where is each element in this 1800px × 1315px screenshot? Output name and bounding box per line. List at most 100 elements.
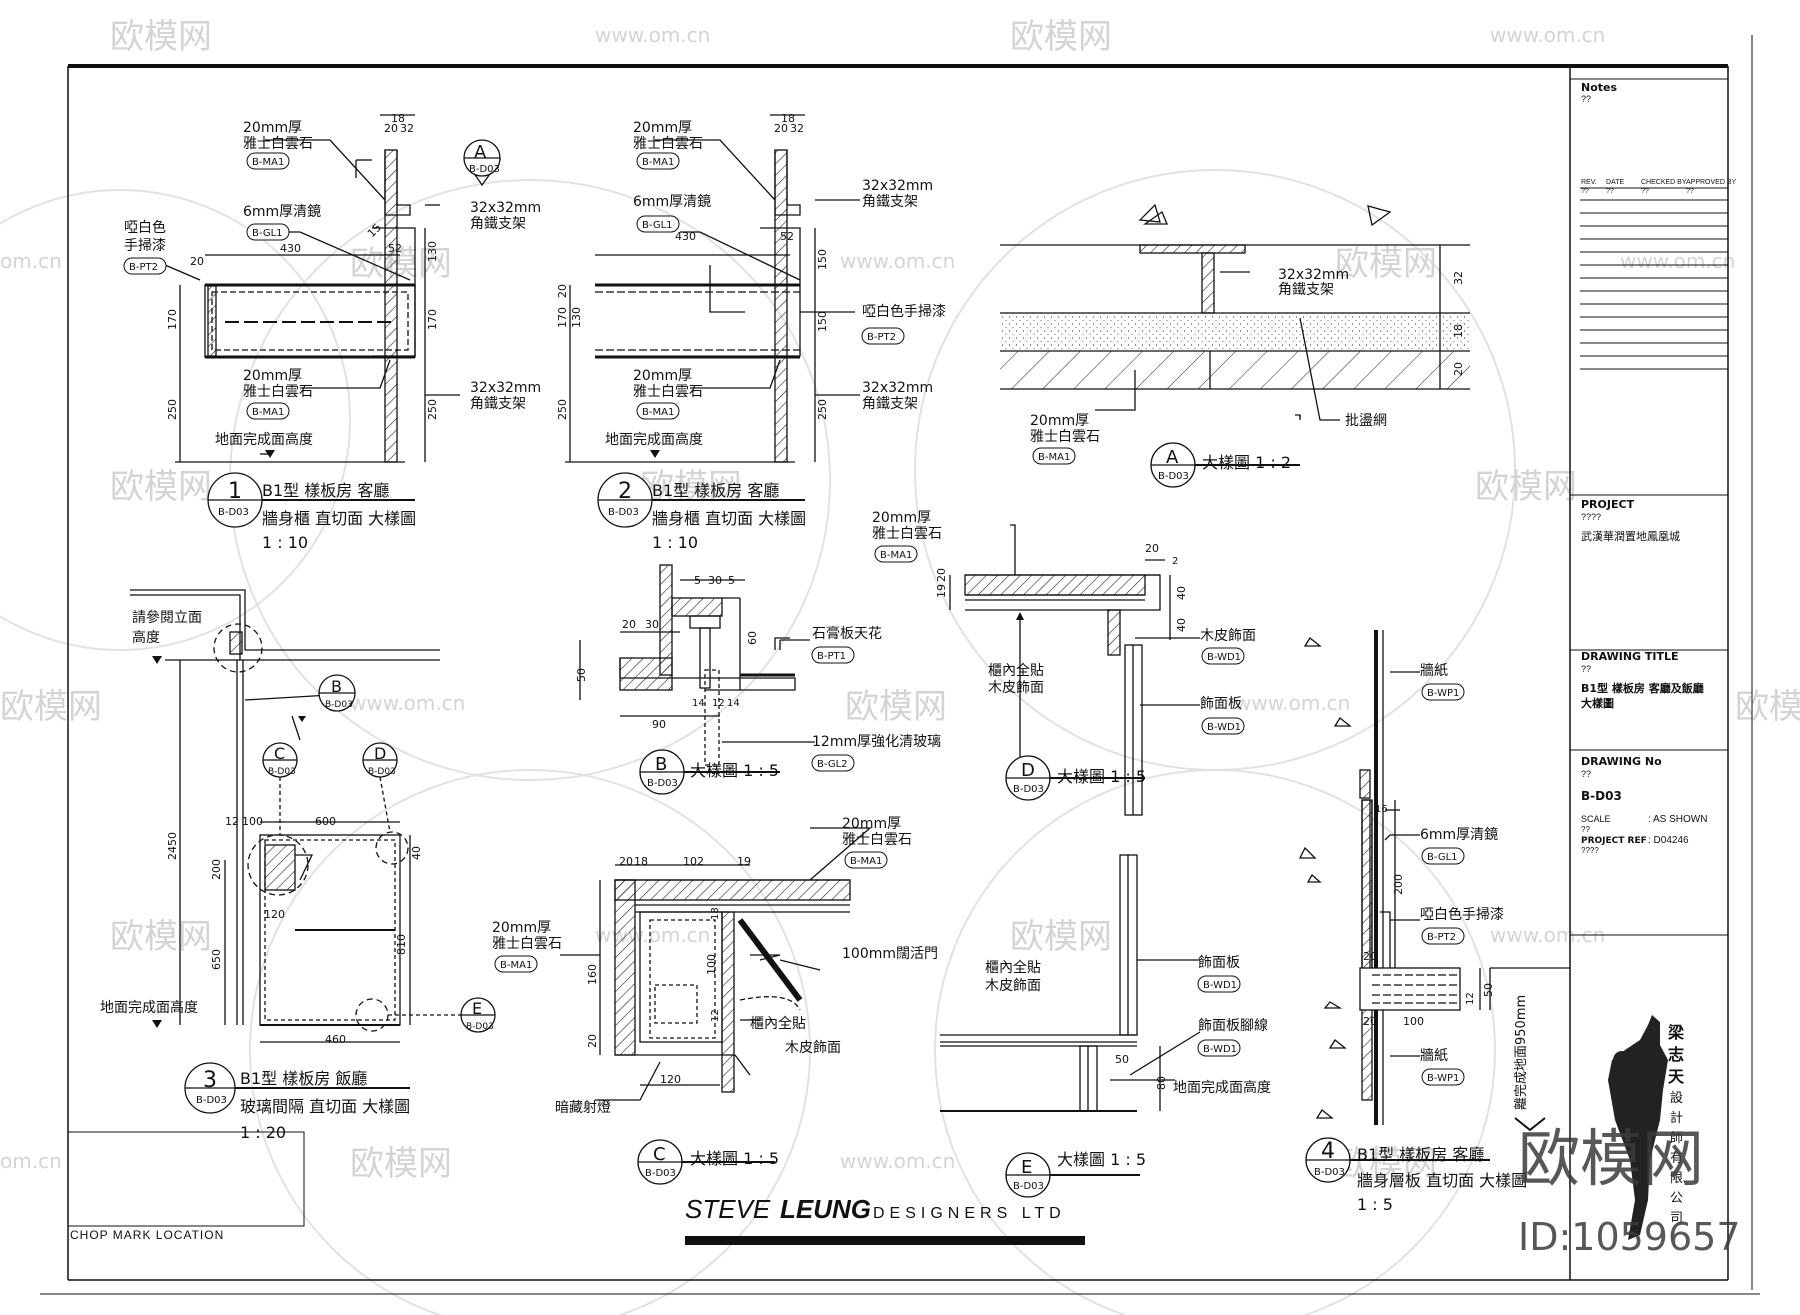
tb-drawing-title-1: B1型 樣板房 客廳及飯廳 xyxy=(1581,681,1704,695)
da-dim: 18 xyxy=(1452,324,1465,338)
dd-tag xyxy=(874,545,918,563)
title-block xyxy=(1570,78,1728,936)
d1-dim: 170 xyxy=(426,309,439,330)
d4-dim: 20 xyxy=(1363,950,1377,963)
dc-dim: 120 xyxy=(660,1073,681,1086)
tb-drawing-no-heading: DRAWING No xyxy=(1581,755,1662,768)
d2-dim: 130 xyxy=(570,307,583,328)
tb-checked: CHECKED BY xyxy=(1641,179,1687,186)
dd-dim: 19 xyxy=(935,584,948,598)
dd-tag-wd1b-text: B-WD1 xyxy=(1207,722,1241,733)
wm-url: www.om.cn xyxy=(840,1149,955,1173)
d1-title-2: 牆身櫃 直切面 大樣圖 xyxy=(262,509,416,528)
d2-bracket-1: 32x32mm xyxy=(862,178,933,194)
d3-dim: 120 xyxy=(264,908,285,921)
d1-mirror: 6mm厚清鏡 xyxy=(243,204,321,220)
d4-tag-gl1-text: B-GL1 xyxy=(1427,852,1458,863)
d3-dim: 460 xyxy=(325,1033,346,1046)
db-title: 大樣圖 1 : 5 xyxy=(690,761,779,780)
d2-tag-gl1 xyxy=(636,215,680,233)
d1-tag-ma1b-text: B-MA1 xyxy=(252,407,284,418)
dd-dim: 40 xyxy=(1175,618,1188,632)
tb-project-name: 武漢華潤置地鳳凰城 xyxy=(1581,530,1680,543)
d4-dim: 50 xyxy=(1482,983,1495,997)
d1-dim: 18 xyxy=(391,112,405,125)
d2-tag-ma1b-text: B-MA1 xyxy=(642,407,674,418)
footer-leung: LEUNG xyxy=(780,1194,871,1224)
d2-bracket-2: 角鐵支架 xyxy=(862,193,918,210)
d1-dim: 20 xyxy=(190,255,204,268)
d3-callout-b: B xyxy=(331,677,342,696)
d2-paint: 啞白色手掃漆 xyxy=(862,303,946,320)
d1-dim: 250 xyxy=(426,399,439,420)
wm-brand: 欧模网 xyxy=(1735,687,1800,727)
d2-tag-pt2 xyxy=(861,327,905,345)
d1-marble-1: 20mm厚 xyxy=(243,120,302,136)
d4-tag-pt2-text: B-PT2 xyxy=(1427,932,1456,943)
d4-ref: B-D03 xyxy=(1314,1167,1345,1178)
tb-project-heading: PROJECT xyxy=(1581,498,1635,511)
dc-dim: 18 xyxy=(634,855,648,868)
dc-dim: 19 xyxy=(737,855,751,868)
d4-tag-gl1 xyxy=(1421,847,1465,865)
db-dim: 12 xyxy=(712,698,725,709)
d2-dim: 250 xyxy=(556,399,569,420)
dc-ref: B-D03 xyxy=(645,1168,676,1179)
tb-project-value: ???? xyxy=(1581,512,1601,522)
d3-callout-e: E xyxy=(472,999,482,1018)
d4-title-1: B1型 樣板房 客廳 xyxy=(1357,1145,1484,1164)
detail-b xyxy=(579,564,815,795)
d4-mirror: 6mm厚清鏡 xyxy=(1420,827,1498,843)
d1-tag-pt2 xyxy=(123,257,167,275)
d1-number: 1 xyxy=(228,479,242,504)
firm-char: 設 xyxy=(1670,1090,1683,1106)
dd-tag-wd1 xyxy=(1201,647,1245,665)
tb-project-ref-q: ???? xyxy=(1581,846,1599,855)
d2-marble-b-1: 20mm厚 xyxy=(633,368,692,384)
db-dim: 5 xyxy=(728,574,735,587)
firm-char: 公 xyxy=(1670,1191,1683,1206)
d1-ref: B-D03 xyxy=(218,507,249,518)
dc-tag-l-text: B-MA1 xyxy=(500,960,532,971)
firm-char: 計 xyxy=(1670,1110,1683,1126)
d4-tag-wp1b xyxy=(1421,1068,1465,1086)
d1-section-letter: A xyxy=(474,142,487,163)
dd-dim: 2 xyxy=(1172,556,1178,567)
d1-bracket-1: 32x32mm xyxy=(470,200,541,216)
dc-inner-1: 櫃內全貼 xyxy=(750,1015,806,1032)
wm-url: www.om.cn xyxy=(595,23,710,47)
wm-brand: 欧模网 xyxy=(0,687,102,727)
d3-floor-label: 地面完成面高度 xyxy=(100,999,198,1016)
d4-tag-wp1-text: B-WP1 xyxy=(1427,688,1459,699)
detail-4 xyxy=(1298,630,1570,1183)
d2-dim: 32 xyxy=(790,122,804,135)
d2-tag-ma1b xyxy=(636,402,680,420)
db-tag-gl2-text: B-GL2 xyxy=(817,759,848,770)
detail-d xyxy=(949,524,1200,816)
db-dim: 30 xyxy=(645,618,659,631)
de-tag-wd1b-text: B-WD1 xyxy=(1203,1044,1237,1055)
d2-dim: 18 xyxy=(781,112,795,125)
d4-wallpaper: 牆紙 xyxy=(1420,663,1448,679)
d1-dim: 250 xyxy=(166,399,179,420)
d3-dim: 12 xyxy=(225,815,239,828)
d4-tag-wp1b-text: B-WP1 xyxy=(1427,1073,1459,1084)
footer-designers: DESIGNERS LTD xyxy=(873,1205,1066,1222)
dc-dim: 160 xyxy=(586,964,599,985)
de-ref: B-D03 xyxy=(1013,1181,1044,1192)
d4-paint: 啞白色手掃漆 xyxy=(1420,906,1504,923)
firm-char: 有 xyxy=(1670,1151,1683,1166)
d1-tag-ma1 xyxy=(246,152,290,170)
dc-letter: C xyxy=(653,1144,666,1165)
dd-tag-wd1-text: B-WD1 xyxy=(1207,652,1241,663)
d2-bracket-b-2: 角鐵支架 xyxy=(862,395,918,412)
d2-dim: 250 xyxy=(816,399,829,420)
d3-elev-2: 高度 xyxy=(132,629,160,646)
wm-url: om.cn xyxy=(0,249,62,273)
tb-rev: REV. xyxy=(1581,179,1597,186)
firm-char: 志 xyxy=(1668,1045,1684,1064)
d2-dim: 150 xyxy=(816,311,829,332)
d3-number: 3 xyxy=(203,1068,217,1093)
detail-3 xyxy=(130,589,496,1114)
d2-tag-ma1 xyxy=(636,152,680,170)
